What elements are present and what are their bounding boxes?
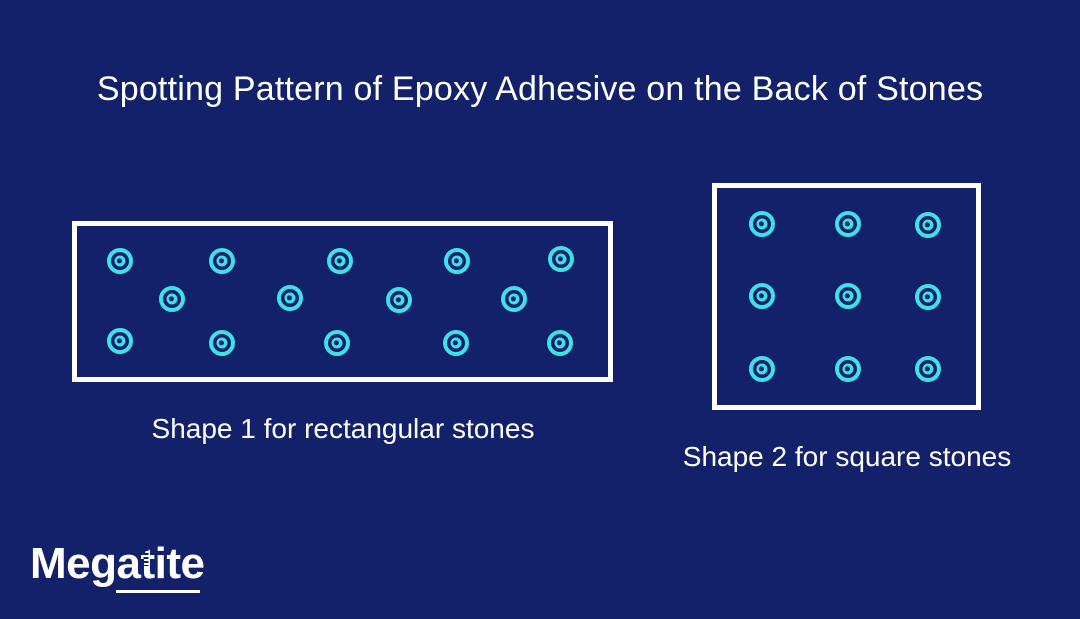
- logo-zipper-letter: t: [140, 539, 155, 588]
- adhesive-spot: [835, 356, 861, 382]
- adhesive-spot: [107, 328, 133, 354]
- adhesive-spot: [107, 248, 133, 274]
- adhesive-spot: [209, 330, 235, 356]
- adhesive-spot: [915, 284, 941, 310]
- adhesive-spot: [915, 212, 941, 238]
- adhesive-spot: [547, 330, 573, 356]
- logo-text-rest: ite: [154, 539, 205, 588]
- shape-1-label: Shape 1 for rectangular stones: [151, 413, 535, 444]
- adhesive-spot: [386, 287, 412, 313]
- adhesive-spot: [443, 330, 469, 356]
- logo-underline: [116, 590, 200, 593]
- adhesive-spot: [749, 356, 775, 382]
- adhesive-spot: [749, 211, 775, 237]
- adhesive-spot: [324, 330, 350, 356]
- adhesive-spot: [835, 211, 861, 237]
- rectangle-spot-layer: [72, 221, 613, 382]
- adhesive-spot: [915, 356, 941, 382]
- megatite-logo: Megatite: [30, 539, 205, 593]
- adhesive-spot: [749, 283, 775, 309]
- adhesive-spot: [548, 246, 574, 272]
- adhesive-spot: [835, 283, 861, 309]
- square-stone-outline: [712, 183, 981, 410]
- adhesive-spot: [159, 286, 185, 312]
- page-title: Spotting Pattern of Epoxy Adhesive on th…: [96, 70, 984, 108]
- adhesive-spot: [209, 248, 235, 274]
- adhesive-spot: [327, 248, 353, 274]
- adhesive-spot: [444, 248, 470, 274]
- shape-2-label: Shape 2 for square stones: [682, 441, 1012, 472]
- adhesive-spot: [501, 286, 527, 312]
- square-spot-layer: [712, 183, 981, 410]
- rectangle-stone-outline: [72, 221, 613, 382]
- logo-text-prefix: Mega: [30, 539, 141, 588]
- adhesive-spot: [277, 285, 303, 311]
